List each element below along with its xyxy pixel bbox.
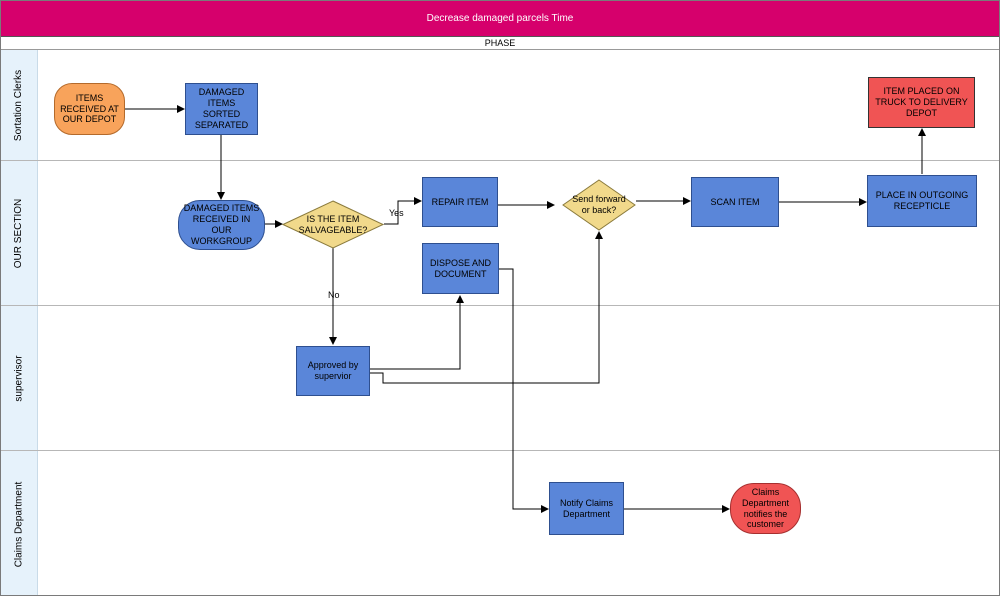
decision-send-forward-or-back: Send forward or back? [562, 179, 636, 231]
lane-our-section: OUR SECTION [1, 161, 999, 306]
decision-diamond-shape [562, 179, 636, 231]
lane-supervisor: supervisor [1, 306, 999, 451]
lane-header-our-section: OUR SECTION [1, 161, 38, 305]
start-items-received: ITEMS RECEIVED AT OUR DEPOT [54, 83, 125, 135]
decision-is-item-salvageable-label: IS THE ITEM SALVAGEABLE? [298, 213, 368, 235]
lane-label-claims-department: Claims Department [13, 481, 25, 567]
lane-header-sortation-clerks: Sortation Clerks [1, 50, 38, 160]
edge-label-yes: Yes [389, 208, 404, 218]
lane-label-sortation-clerks: Sortation Clerks [13, 69, 25, 141]
edge-label-no: No [328, 290, 340, 300]
decision-send-forward-label: Send forward or back? [572, 194, 626, 215]
process-repair-item: REPAIR ITEM [422, 177, 498, 227]
end-claims-notifies-customer: Claims Department notifies the customer [730, 483, 801, 534]
decision-diamond-shape [282, 200, 384, 249]
process-notify-claims: Notify Claims Department [549, 482, 624, 535]
phase-header: PHASE [1, 36, 999, 50]
lane-claims-department: Claims Department [1, 451, 999, 595]
process-damaged-items-received: DAMAGED ITEMS RECEIVED IN OUR WORKGROUP [178, 200, 265, 250]
end-item-placed-on-truck: ITEM PLACED ON TRUCK TO DELIVERY DEPOT [868, 77, 975, 128]
process-dispose-and-document: DISPOSE AND DOCUMENT [422, 243, 499, 294]
decision-is-item-salvageable: IS THE ITEM SALVAGEABLE? [282, 200, 384, 249]
process-scan-item: SCAN ITEM [691, 177, 779, 227]
lane-header-claims-department: Claims Department [1, 451, 38, 595]
lane-label-our-section: OUR SECTION [13, 198, 25, 268]
lane-sortation-clerks: Sortation Clerks [1, 50, 999, 161]
lane-header-supervisor: supervisor [1, 306, 38, 450]
lane-label-supervisor: supervisor [13, 354, 25, 402]
process-damaged-items-sorted: DAMAGED ITEMS SORTED SEPARATED [185, 83, 258, 135]
process-place-in-outgoing: PLACE IN OUTGOING RECEPTICLE [867, 175, 977, 227]
process-approved-by-supervisor: Approved by supervior [296, 346, 370, 396]
diagram-title: Decrease damaged parcels Time [1, 1, 999, 36]
